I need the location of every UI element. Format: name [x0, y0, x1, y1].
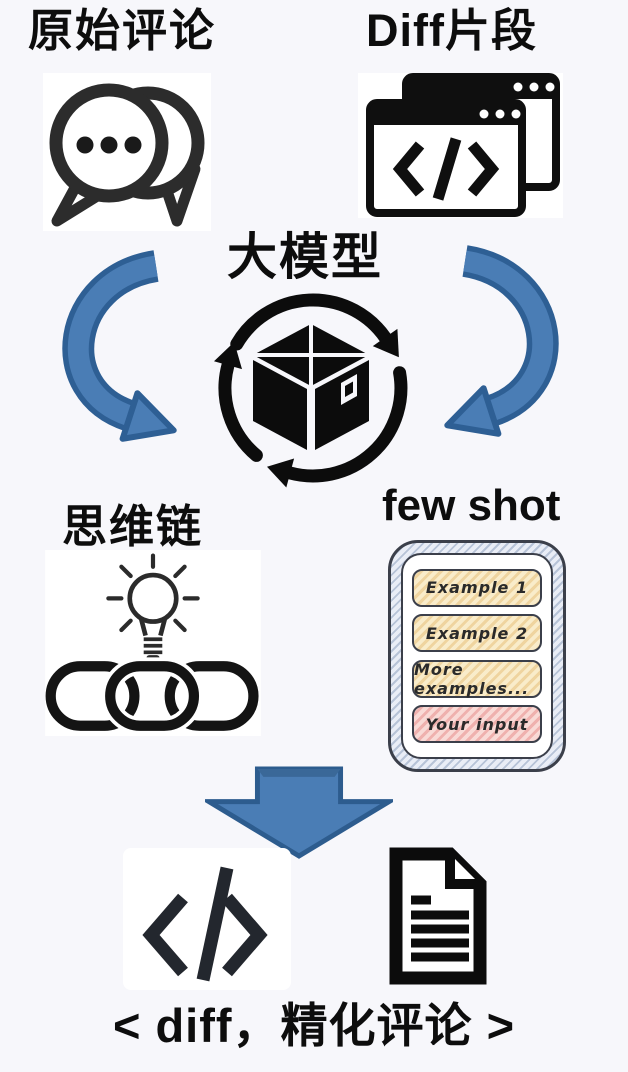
- chat-bubbles-icon: [43, 73, 211, 231]
- code-icon: [123, 848, 291, 990]
- chain-of-thought-label: 思维链: [62, 501, 204, 552]
- few-shot-card-inner: Example 1 Example 2 More examples... You…: [401, 553, 553, 759]
- few-shot-your-input: Your input: [412, 705, 542, 744]
- code-windows-icon: [358, 73, 563, 218]
- few-shot-label: few shot: [382, 481, 561, 530]
- curved-arrow-right-icon: [444, 245, 559, 437]
- down-arrow-icon: [205, 766, 393, 859]
- package-cycle-icon: [214, 293, 408, 488]
- llm-label: 大模型: [227, 229, 383, 285]
- document-icon: [389, 847, 487, 985]
- few-shot-example-2: Example 2: [412, 614, 542, 653]
- few-shot-more-examples: More examples...: [412, 659, 542, 698]
- few-shot-card: Example 1 Example 2 More examples... You…: [388, 540, 566, 772]
- output-label: < diff，精化评论 >: [112, 999, 516, 1052]
- few-shot-example-1: Example 1: [412, 568, 542, 607]
- original-comments-label: 原始评论: [28, 5, 217, 56]
- curved-arrow-left-icon: [62, 250, 177, 442]
- diff-fragment-label: Diff片段: [366, 5, 537, 56]
- lightbulb-chain-icon: [45, 550, 261, 736]
